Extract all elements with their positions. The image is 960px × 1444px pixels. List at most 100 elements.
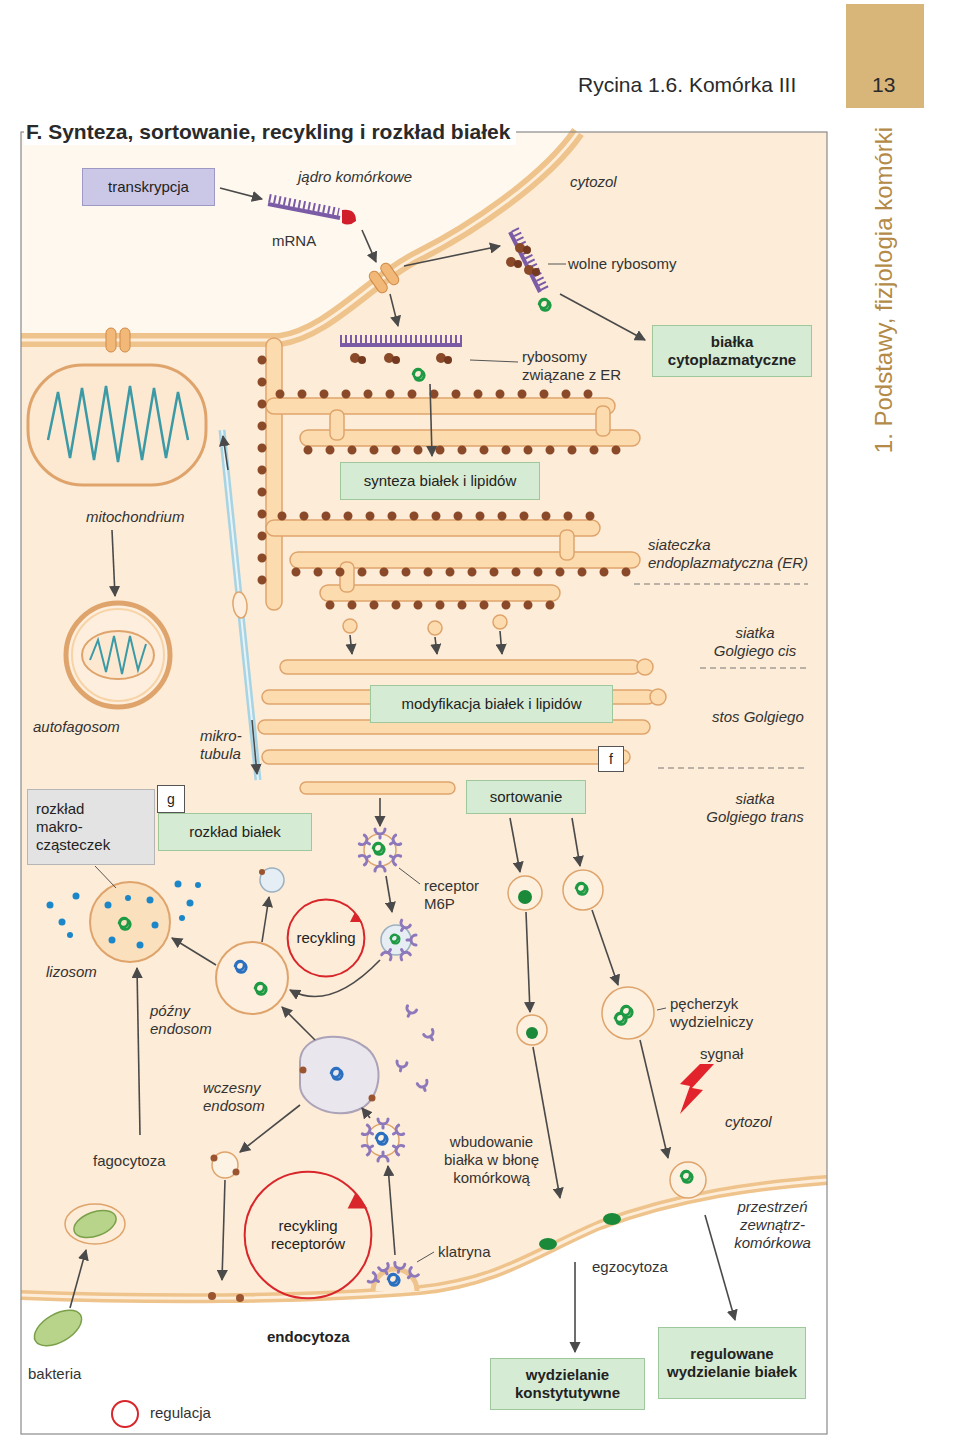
process-box: białka cytoplazmatyczne [652, 325, 812, 377]
part-label: receptor M6P [424, 877, 496, 913]
process-box: transkrypcja [82, 168, 215, 206]
process-box: synteza białek i lipidów [340, 462, 540, 500]
autophagosome [66, 603, 170, 707]
lysosome [47, 881, 202, 949]
mitochondrion [28, 365, 206, 485]
early-endosome [211, 1155, 218, 1162]
arrows [112, 530, 115, 596]
mrna [340, 335, 462, 343]
coated-vesicles [378, 1152, 388, 1161]
endoplasmic-reticulum [300, 430, 640, 446]
coated-vesicles [375, 862, 385, 871]
secretory-vesicles [539, 1238, 557, 1250]
lysosome [105, 902, 112, 909]
arrows [137, 968, 140, 1135]
arrows [290, 960, 380, 997]
frame [21, 132, 827, 1434]
leader-lines [399, 868, 420, 884]
coated-vesicles [390, 934, 399, 943]
coated-vesicles [388, 852, 401, 865]
microtubule [232, 591, 249, 618]
label-text: jądro komórkowe [298, 168, 412, 185]
label-text: stos Golgiego [712, 708, 804, 725]
arrows [70, 188, 735, 1352]
endoplasmic-reticulum [262, 338, 640, 610]
endoplasmic-reticulum [258, 360, 267, 600]
leader-lines [417, 1252, 434, 1262]
leader-lines [470, 360, 518, 362]
early-endosome [331, 1068, 342, 1079]
label-text: późny endosom [150, 1002, 212, 1037]
nuclear-envelope [106, 328, 116, 352]
cell-background [21, 132, 827, 1298]
letter-tag: f [598, 746, 624, 772]
arrows [282, 1007, 315, 1040]
node-text: transkrypcja [108, 178, 189, 196]
coated-vesicles [391, 1125, 404, 1138]
early-endosome [208, 1037, 379, 1302]
secretory-vesicles [602, 987, 654, 1039]
secretory-vesicles [526, 1027, 538, 1039]
early-endosome [300, 1037, 379, 1114]
arrows [362, 230, 376, 262]
coated-vesicles [391, 1142, 404, 1155]
arrows [526, 912, 530, 1012]
mrna [515, 229, 545, 289]
part-label: bakteria [28, 1365, 81, 1383]
lysosome [125, 895, 131, 901]
part-label: egzocytoza [592, 1258, 668, 1276]
clathrin-pit [368, 1263, 418, 1291]
coated-vesicles [359, 852, 372, 865]
legend-swatch-circle [112, 1401, 138, 1427]
golgi-stack [280, 660, 640, 674]
label-text: lizosom [46, 963, 97, 980]
arrows [262, 897, 269, 942]
coated-vesicles [407, 935, 416, 945]
secretory-vesicles [681, 1171, 692, 1182]
lysosome [47, 902, 54, 909]
lysosome [109, 937, 116, 944]
leader-lines [95, 264, 666, 1262]
endoplasmic-reticulum [266, 520, 600, 536]
arrows [362, 1108, 370, 1118]
mrna [269, 198, 339, 212]
part-label: jądro komórkowe [298, 168, 412, 186]
arrows [640, 1040, 668, 1158]
part-label: siatka Golgiego cis [705, 624, 805, 660]
golgi-stack [637, 659, 653, 675]
label-text: Rycina 1.6. Komórka III [578, 73, 796, 96]
nuclear-envelope [379, 261, 401, 286]
node-text: f [609, 751, 613, 768]
dashed-guides [634, 584, 808, 585]
mrna [268, 198, 550, 380]
nuclear-envelope [367, 261, 400, 294]
part-label: mitochondrium [86, 508, 184, 526]
label-text: egzocytoza [592, 1258, 668, 1275]
mrna [506, 257, 522, 268]
node-text: sortowanie [490, 788, 563, 806]
arrows [705, 1215, 735, 1320]
page-header: Rycina 1.6. Komórka III [578, 72, 796, 98]
label-text: 1. Podstawy, fizjologia komórki [870, 127, 897, 453]
part-label: autofagosom [33, 718, 120, 736]
clathrin-pit [405, 1268, 418, 1281]
label-text: endocytoza [267, 1328, 350, 1345]
autophagosome [72, 609, 164, 701]
bacteria [28, 1303, 87, 1353]
late-endosome [260, 868, 284, 892]
signal-bolt [680, 1064, 714, 1114]
coated-vesicles [362, 1119, 403, 1161]
node-text: wydzielanie konstytutywne [497, 1366, 638, 1402]
secretory-vesicles [508, 876, 542, 910]
coated-vesicles [397, 920, 410, 933]
endoplasmic-reticulum [330, 410, 344, 440]
part-label: stos Golgiego [712, 708, 804, 726]
early-endosome [208, 1292, 216, 1300]
bacteria [65, 1204, 125, 1244]
part-label: wolne rybosomy [568, 255, 676, 273]
part-label: wbudowanie białka w błonę komórkową [434, 1133, 549, 1187]
lysosome [119, 918, 130, 929]
golgi-stack [650, 689, 666, 705]
label-text: mRNA [272, 232, 316, 249]
early-endosome [369, 1095, 376, 1102]
